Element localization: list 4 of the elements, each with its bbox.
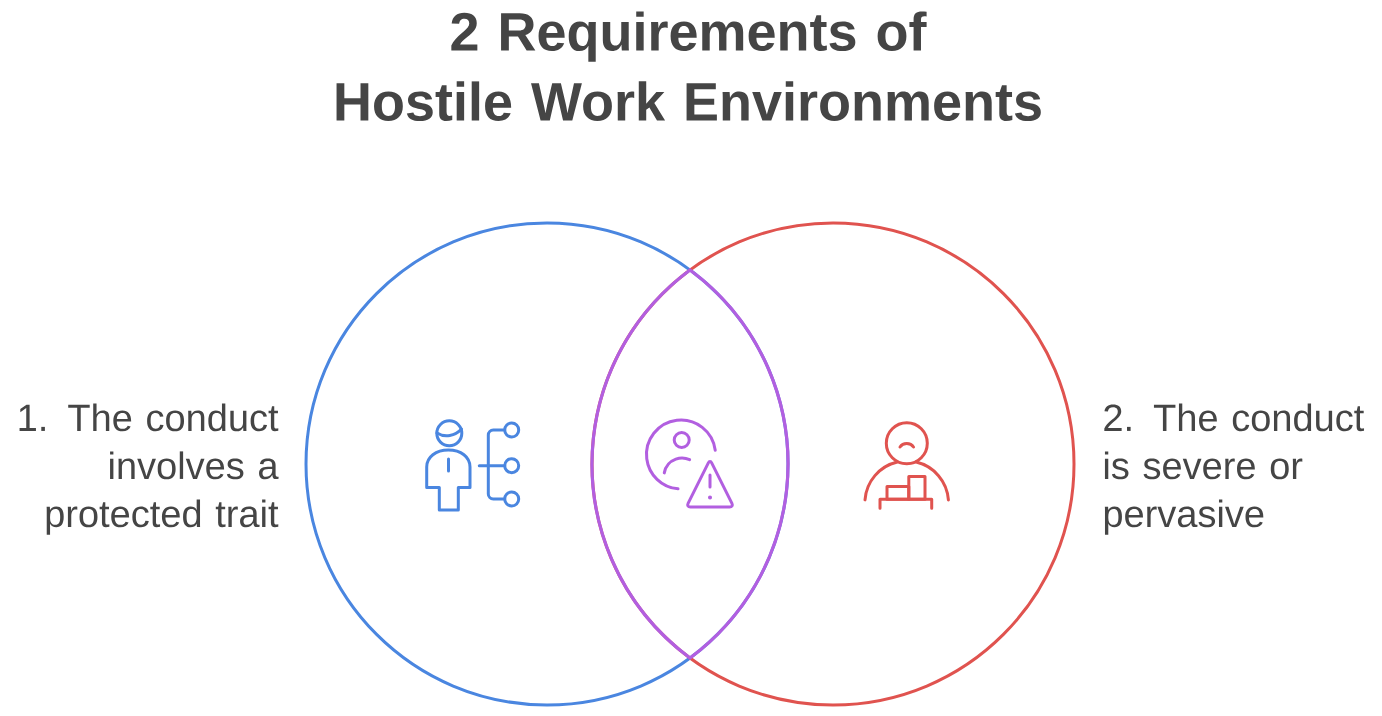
- overlap-region: [590, 268, 790, 660]
- title: 2 Requirements of Hostile Work Environments: [336, 11, 1041, 122]
- side-label: 1. The conduct involves a protected trait: [19, 403, 279, 535]
- side-label: 2. The conduct is severe or pervasive: [1104, 403, 1364, 535]
